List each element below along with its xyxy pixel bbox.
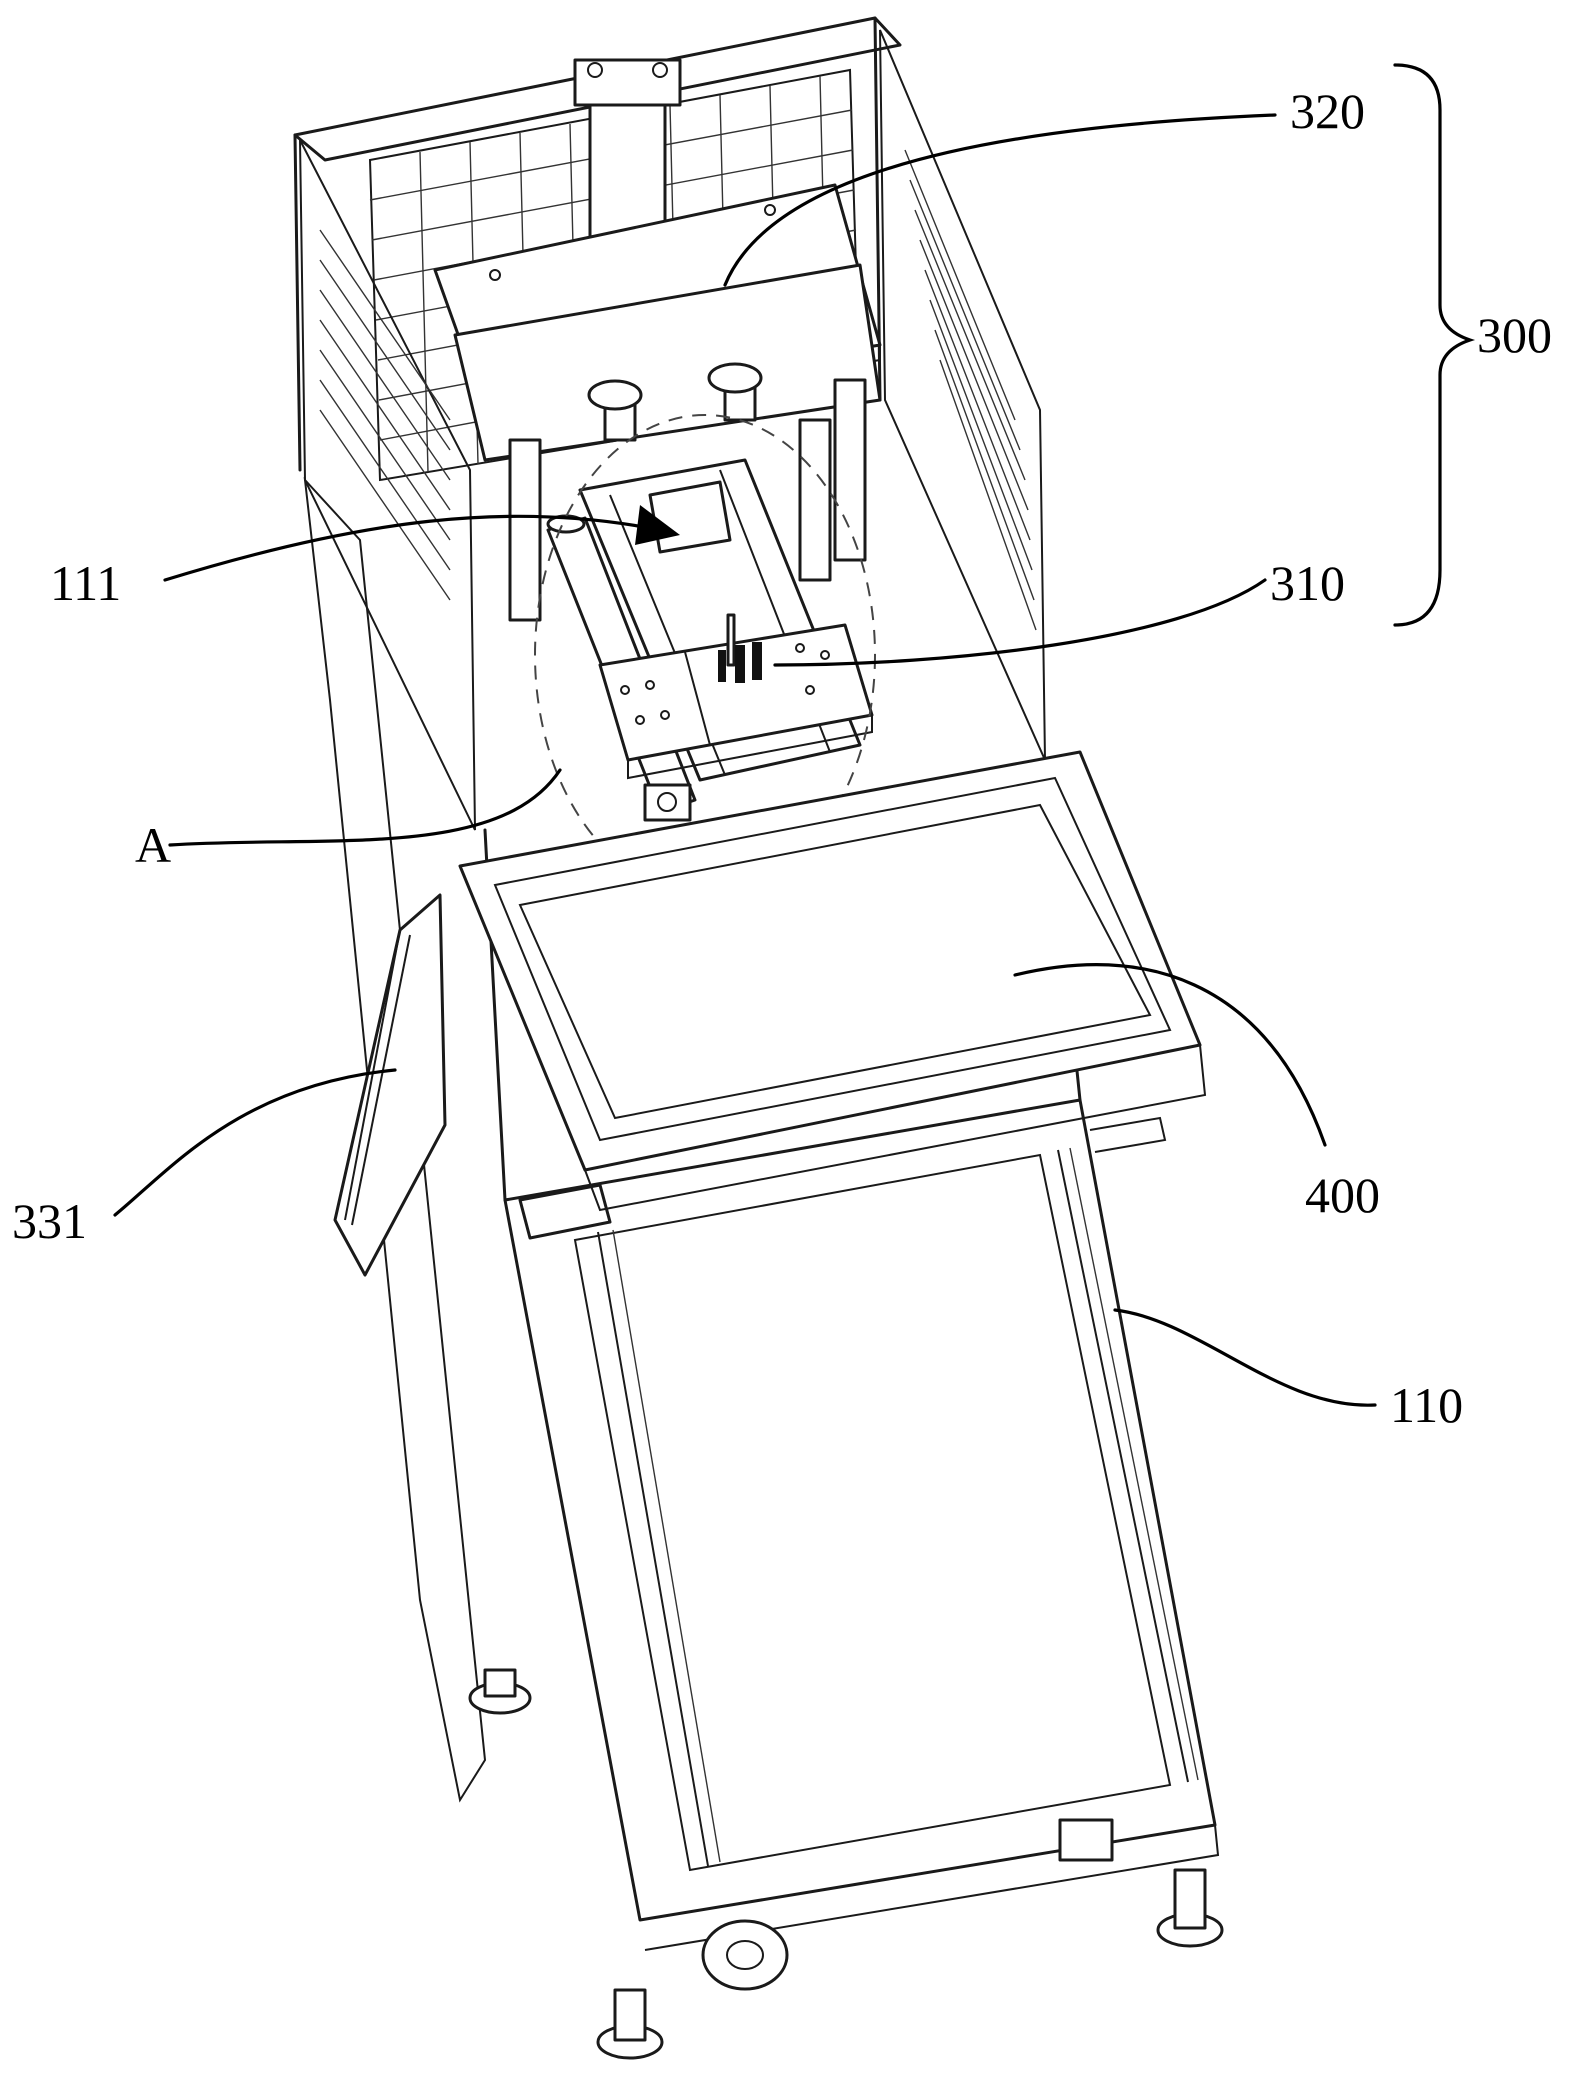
leader-400 — [1013, 963, 1327, 1147]
leader-320 — [723, 113, 1277, 287]
leader-110 — [1113, 1308, 1377, 1407]
label-110: 110 — [1390, 1377, 1463, 1433]
press-assembly — [433, 58, 882, 622]
label-111: 111 — [50, 555, 121, 611]
leader-lines — [113, 63, 1476, 1407]
machine-frame — [293, 16, 1224, 2060]
leader-111 — [163, 514, 662, 582]
reference-labels: 320 300 111 310 A 400 331 110 — [12, 83, 1552, 1433]
leader-a — [168, 768, 562, 847]
caster-feet — [468, 1668, 1224, 2060]
tray-400 — [458, 750, 1207, 1240]
leader-310 — [773, 578, 1267, 667]
label-400: 400 — [1305, 1167, 1380, 1223]
label-320: 320 — [1290, 83, 1365, 139]
leader-331 — [113, 1068, 397, 1217]
flap-331 — [333, 893, 447, 1277]
label-300: 300 — [1477, 307, 1552, 363]
label-331: 331 — [12, 1193, 87, 1249]
brace-300 — [1393, 63, 1476, 627]
label-a: A — [135, 817, 171, 873]
label-310: 310 — [1270, 555, 1345, 611]
arrow-111 — [635, 505, 680, 545]
